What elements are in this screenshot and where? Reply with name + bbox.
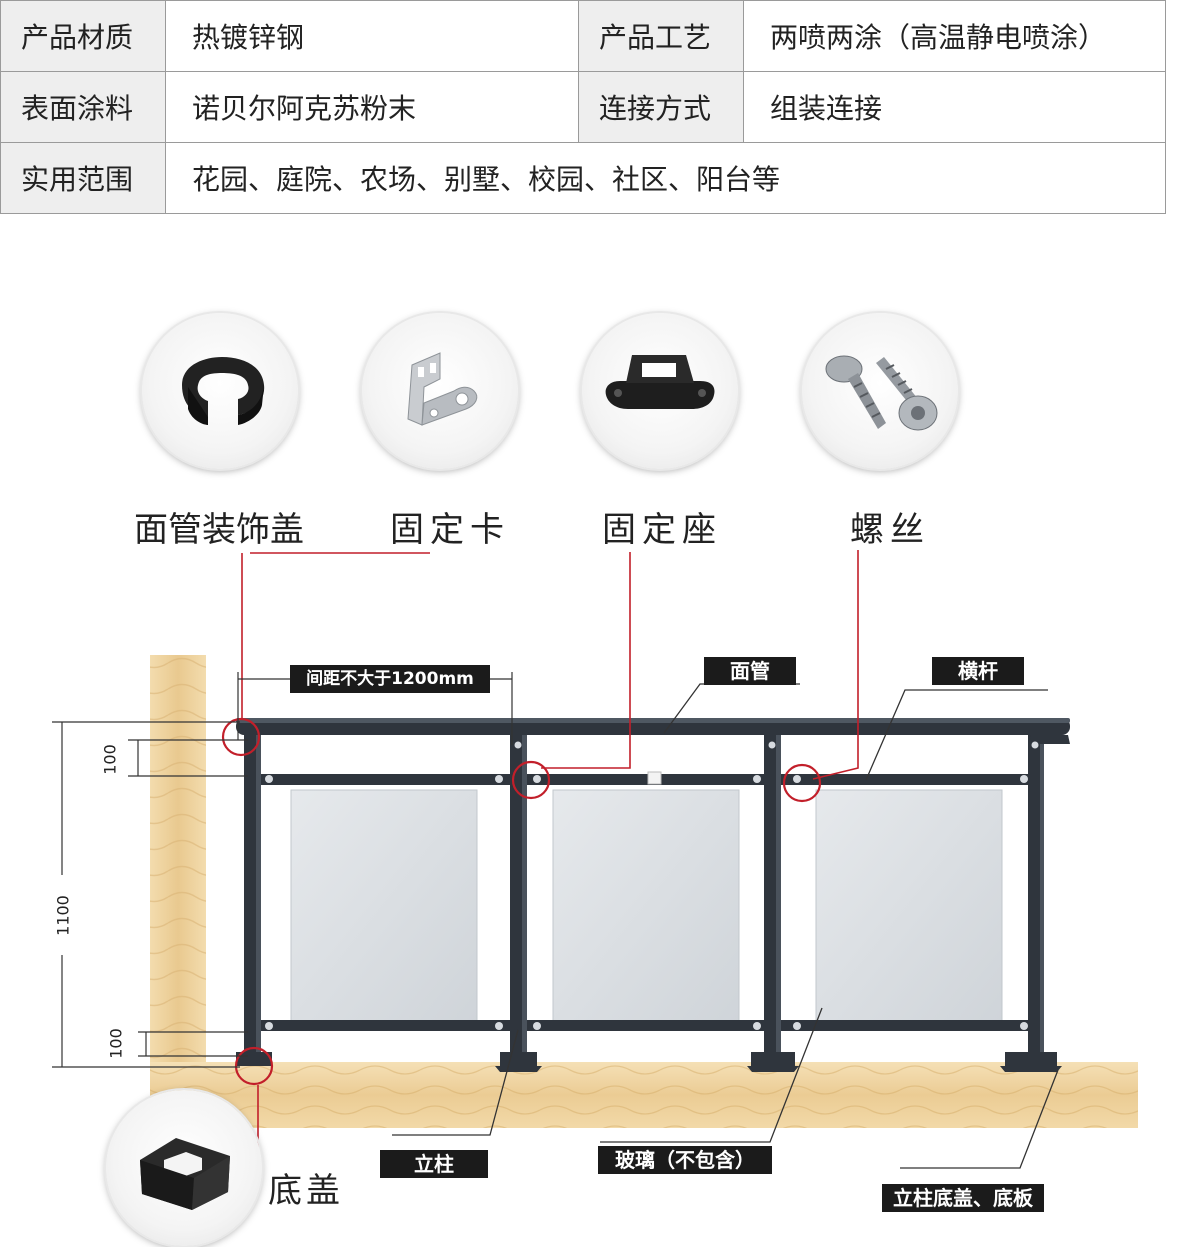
part-pipe-cap <box>142 313 298 469</box>
part-screws <box>802 313 958 469</box>
part-base-cap <box>106 1090 262 1246</box>
mount-base-icon <box>605 355 715 409</box>
wood-floor <box>150 1062 1138 1128</box>
screw-dots <box>265 741 1039 1030</box>
base-cap-label: 底盖 <box>268 1171 344 1211</box>
part-label: 螺丝 <box>850 510 930 550</box>
tag-post-base: 立柱底盖、底板 <box>882 1184 1044 1212</box>
wood-wall <box>150 655 206 1100</box>
spec-key: 连接方式 <box>578 71 744 143</box>
spec-row: 实用范围 花园、庭院、农场、别墅、校园、社区、阳台等 <box>0 142 1166 214</box>
glass-panel <box>552 789 740 1023</box>
spec-value: 诺贝尔阿克苏粉末 <box>165 71 579 143</box>
dimension-lines <box>52 672 513 1068</box>
part-bracket <box>362 313 518 469</box>
spec-row: 产品材质 热镀锌钢 产品工艺 两喷两涂（高温静电喷涂） <box>0 0 1166 72</box>
glass-panel <box>815 789 1003 1023</box>
tag-post: 立柱 <box>380 1150 488 1178</box>
part-mount-base <box>582 313 738 469</box>
screws-icon <box>825 355 938 431</box>
spec-row: 表面涂料 诺贝尔阿克苏粉末 连接方式 组装连接 <box>0 71 1166 143</box>
height-total-label: 1100 <box>53 895 73 936</box>
part-label: 固定座 <box>602 510 722 550</box>
spec-value: 花园、庭院、农场、别墅、校园、社区、阳台等 <box>165 142 1166 214</box>
tag-cross-bar: 横杆 <box>932 657 1024 685</box>
bottom-offset-label: 100 <box>106 1028 126 1059</box>
spec-value: 两喷两涂（高温静电喷涂） <box>743 0 1166 72</box>
highlight-circles <box>221 717 822 1086</box>
spec-key: 实用范围 <box>0 142 166 214</box>
tag-top-rail: 面管 <box>704 657 796 685</box>
pipe-cap-icon <box>182 357 265 425</box>
spec-key: 产品材质 <box>0 0 166 72</box>
tag-glass: 玻璃（不包含） <box>598 1146 772 1174</box>
railing-frame <box>236 718 1070 1072</box>
leader-lines-red <box>241 550 859 1150</box>
glass-panel <box>290 789 478 1023</box>
spec-key: 表面涂料 <box>0 71 166 143</box>
spec-table: 产品材质 热镀锌钢 产品工艺 两喷两涂（高温静电喷涂） 表面涂料 诺贝尔阿克苏粉… <box>0 0 1166 214</box>
base-cap-icon <box>140 1138 230 1210</box>
spec-value: 热镀锌钢 <box>165 0 579 72</box>
part-label: 固定卡 <box>390 510 510 550</box>
bracket-icon <box>407 352 478 426</box>
spec-value: 组装连接 <box>743 71 1166 143</box>
part-label: 面管装饰盖 <box>134 510 304 550</box>
spacing-label: 间距不大于1200mm <box>290 665 490 693</box>
top-offset-label: 100 <box>100 744 120 775</box>
